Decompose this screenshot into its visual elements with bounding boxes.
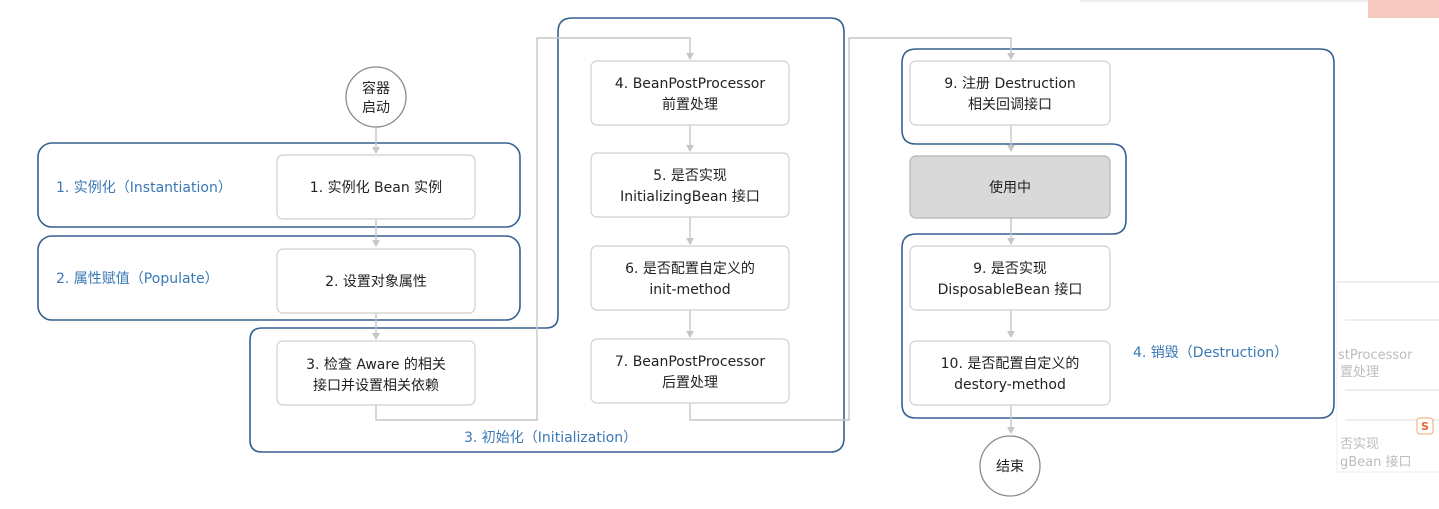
step-2-box: 2. 设置对象属性 bbox=[276, 248, 476, 314]
phase-label-populate: 2. 属性赋值（Populate） bbox=[56, 271, 219, 287]
end-node: 结束 bbox=[979, 435, 1041, 497]
step-7-line1: 7. BeanPostProcessor bbox=[615, 354, 765, 370]
step-9-disposable-line2: DisposableBean 接口 bbox=[938, 281, 1083, 298]
corner-decoration bbox=[1368, 0, 1439, 18]
step-10-line1: 10. 是否配置自定义的 bbox=[941, 356, 1080, 372]
phase-initialization-frame bbox=[249, 17, 845, 453]
step-10-box: 10. 是否配置自定义的 destory-method bbox=[909, 340, 1111, 406]
step-5-line2: InitializingBean 接口 bbox=[620, 188, 760, 205]
step-10-line2: destory-method bbox=[954, 377, 1066, 393]
end-node-label: 结束 bbox=[996, 459, 1024, 475]
phase-label-instantiation: 1. 实例化（Instantiation） bbox=[56, 180, 232, 196]
phase-label-destruction: 4. 销毁（Destruction） bbox=[1133, 345, 1288, 361]
fragment-text-3: 否实现 bbox=[1340, 437, 1379, 452]
step-5-line1: 5. 是否实现 bbox=[653, 168, 727, 184]
flow-connectors bbox=[372, 37, 1015, 434]
step-6-line1: 6. 是否配置自定义的 bbox=[625, 261, 755, 277]
step-3-line2: 接口并设置相关依赖 bbox=[313, 377, 439, 394]
start-node: 容器 启动 bbox=[345, 66, 407, 128]
phase-label-initialization: 3. 初始化（Initialization） bbox=[464, 429, 637, 446]
step-3-line1: 3. 检查 Aware 的相关 bbox=[306, 357, 446, 373]
phase-populate-frame bbox=[37, 235, 521, 321]
fragment-text-2: 置处理 bbox=[1340, 365, 1379, 380]
step-4-line2: 前置处理 bbox=[662, 96, 718, 113]
fragment-text-1: stProcessor bbox=[1338, 348, 1413, 363]
step-9-register-box: 9. 注册 Destruction 相关回调接口 bbox=[909, 60, 1111, 126]
start-node-line1: 容器 bbox=[362, 80, 390, 97]
fragment-text-4: gBean 接口 bbox=[1340, 454, 1412, 470]
step-2-line1: 2. 设置对象属性 bbox=[325, 274, 427, 290]
step-3-box: 3. 检查 Aware 的相关 接口并设置相关依赖 bbox=[276, 340, 476, 406]
in-use-box: 使用中 bbox=[909, 155, 1111, 219]
phase-destruction-frame bbox=[901, 48, 1335, 419]
step-7-line2: 后置处理 bbox=[662, 375, 718, 391]
background-fragment: stProcessor 置处理 否实现 gBean 接口 bbox=[1336, 281, 1439, 473]
step-5-box: 5. 是否实现 InitializingBean 接口 bbox=[590, 152, 790, 218]
step-4-line1: 4. BeanPostProcessor bbox=[615, 76, 765, 92]
step-9-register-line1: 9. 注册 Destruction bbox=[944, 76, 1076, 92]
step-4-box: 4. BeanPostProcessor 前置处理 bbox=[590, 60, 790, 126]
step-1-box: 1. 实例化 Bean 实例 bbox=[276, 154, 476, 220]
step-6-box: 6. 是否配置自定义的 init-method bbox=[590, 245, 790, 311]
step-7-box: 7. BeanPostProcessor 后置处理 bbox=[590, 338, 790, 404]
in-use-label: 使用中 bbox=[989, 179, 1031, 196]
step-9-disposable-box: 9. 是否实现 DisposableBean 接口 bbox=[909, 245, 1111, 311]
step-6-line2: init-method bbox=[649, 282, 730, 298]
step-9-disposable-line1: 9. 是否实现 bbox=[973, 261, 1047, 277]
badge-icon: S bbox=[1416, 417, 1434, 435]
start-node-line2: 启动 bbox=[362, 100, 390, 116]
badge-label: S bbox=[1421, 420, 1429, 433]
step-9-register-line2: 相关回调接口 bbox=[968, 96, 1052, 113]
step-1-line1: 1. 实例化 Bean 实例 bbox=[310, 180, 442, 196]
phase-instantiation-frame bbox=[37, 142, 521, 228]
